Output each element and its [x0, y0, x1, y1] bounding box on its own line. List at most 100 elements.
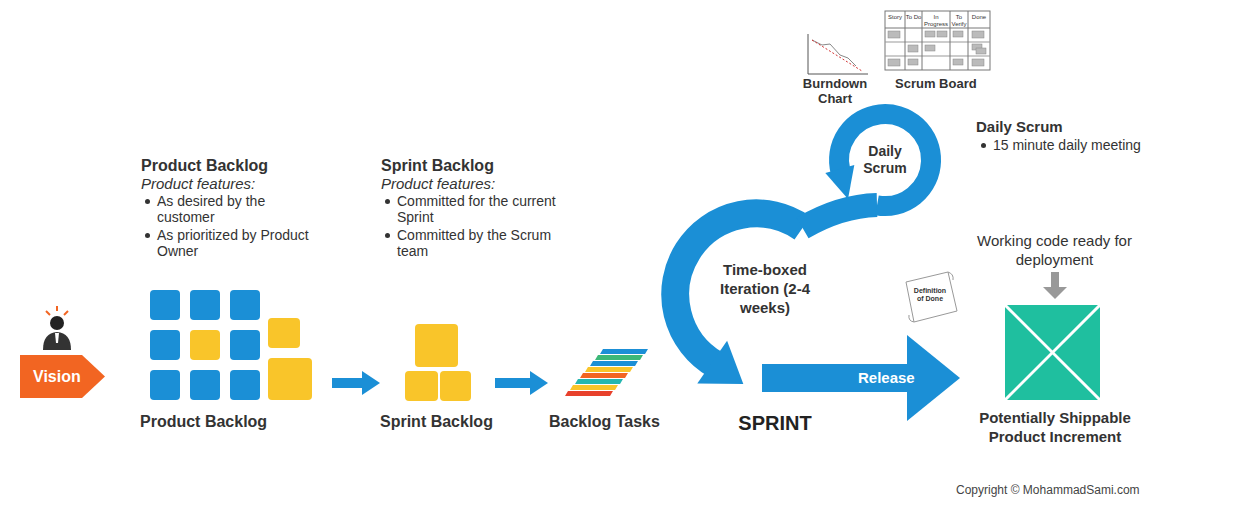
node-text: Time-boxed Iteration (2-4 weeks) — [705, 260, 825, 317]
backlog-tasks-stack: Backlog Tasks — [548, 345, 666, 433]
vision-person-icon-part — [46, 311, 50, 315]
scrum-board-icon-part — [922, 11, 923, 70]
definition-of-done-scroll — [906, 272, 957, 322]
callout-note: Working code ready for deployment — [972, 231, 1137, 269]
bullet-dot — [981, 143, 986, 148]
product-increment-shape-part-part — [1005, 305, 1100, 400]
arrow-shaft — [332, 378, 364, 388]
daily-scrum-cycle: Daily Scrum — [835, 110, 935, 210]
vision-arrow-shape-part — [20, 355, 105, 398]
scrum-board-icon-part — [908, 59, 918, 65]
scrum-board-icon-part — [976, 48, 986, 54]
product-backlog-stack: Product Backlog — [140, 288, 332, 433]
scrum-board-icon-part — [925, 31, 935, 37]
burndown-chart-icon-part — [812, 40, 862, 71]
scrum-board-icon-part — [885, 56, 990, 57]
node-text: Backlog Tasks — [549, 412, 660, 431]
product-backlog-stack-shape-part-part — [268, 318, 300, 348]
daily-scrum-cycle-shape-part-part — [825, 165, 854, 199]
deployment-down-arrow-part — [1051, 272, 1059, 288]
board-column-header: Story — [885, 14, 905, 21]
section-heading: Product Backlog — [141, 156, 268, 175]
scroll-text: Definition of Done — [910, 287, 950, 303]
backlog-tasks-stack-shape-part-part — [595, 355, 643, 360]
bullet-dot — [145, 233, 150, 238]
edge-label: Release — [855, 369, 918, 387]
vision-arrow: Vision — [20, 355, 105, 398]
sprint-backlog-stack: Sprint Backlog — [380, 322, 495, 433]
node-text: Potentially Shippable Product Increment — [960, 408, 1150, 446]
product-backlog-stack-shape-part-part — [150, 290, 180, 320]
scrum-board-icon-part — [953, 59, 963, 65]
sprint-backlog-stack-shape-part-part — [415, 324, 458, 367]
bullet-dot — [385, 199, 390, 204]
backlog-tasks-stack-shape-part-part — [585, 367, 633, 372]
scrum-board-icon-part — [968, 11, 969, 70]
sprint-cycle-shape-part-part — [803, 205, 878, 228]
bullet-text: 15 minute daily meeting — [993, 137, 1141, 154]
bullet-dot — [145, 199, 150, 204]
flow-arrow — [332, 371, 380, 395]
vision-arrow-shape-part-part — [20, 355, 105, 398]
daily-scrum-cycle-shape-part — [825, 114, 931, 206]
backlog-tasks-stack-shape-part-part — [570, 385, 618, 390]
board-column-header: In Progress — [922, 14, 950, 27]
product-backlog-stack-shape-part-part — [190, 370, 220, 400]
sprint-cycle-shape-part — [675, 205, 877, 392]
flow-arrow — [495, 371, 548, 395]
sprint-cycle-shape-part-part — [697, 341, 743, 384]
arrow-shaft — [495, 378, 532, 388]
sprint-backlog-stack-shape-part-part — [405, 371, 438, 401]
node-text: SPRINT — [715, 411, 835, 435]
definition-of-done-scroll-part — [909, 315, 914, 322]
vision-person-icon-part — [50, 316, 64, 330]
copyright-note: Copyright © MohammadSami.com — [956, 483, 1140, 497]
backlog-tasks-stack-shape-part-part — [590, 361, 638, 366]
node-text: Vision — [33, 367, 81, 386]
product-increment-shape-part — [1005, 305, 1100, 400]
vision-person-icon-part — [56, 306, 58, 311]
bullet-text: Committed by the Scrum team — [397, 227, 569, 259]
bullet-text: As desired by the customer — [157, 193, 282, 225]
deployment-down-arrow — [1043, 272, 1067, 299]
arrow-head — [530, 371, 548, 395]
daily-scrum-cycle-shape-part-part — [839, 114, 931, 206]
definition-of-done-scroll-part — [906, 272, 957, 322]
scrum-board-icon-part — [885, 42, 990, 43]
sprint-backlog-stack-shape-part-part — [440, 371, 471, 401]
scrum-board-icon-part — [888, 31, 900, 38]
backlog-tasks-stack-shape-part-part — [600, 349, 648, 354]
burndown-chart-icon-part — [808, 34, 868, 74]
product-backlog-stack-shape-part-part — [190, 290, 220, 320]
scrum-board-icon-part — [908, 45, 918, 52]
scrum-board-icon-part — [972, 31, 984, 38]
bullet-text: As prioritized by Product Owner — [157, 227, 329, 259]
sprint-backlog-stack-shape-part — [405, 324, 471, 401]
scrum-board-icon-part — [885, 28, 990, 29]
section-heading: Sprint Backlog — [381, 156, 494, 175]
vision-person-icon-part — [64, 311, 68, 315]
section-subheading: Product features: — [141, 175, 255, 193]
burndown-chart-icon-part — [812, 40, 856, 66]
vision-person-icon-part — [43, 332, 71, 350]
board-column-header: Done — [968, 14, 990, 21]
backlog-tasks-stack-shape-part-part — [580, 373, 628, 378]
icon-caption: Burndown Chart — [798, 76, 872, 106]
board-column-header: To Verify — [950, 14, 968, 27]
product-backlog-stack-shape-part-part — [230, 290, 260, 320]
scrum-board-icon-part — [885, 11, 990, 70]
sprint-cycle-shape-part-part — [762, 364, 866, 392]
product-backlog-stack-shape-part-part — [230, 330, 260, 360]
product-backlog-stack-shape-part-part — [150, 370, 180, 400]
scrum-board-icon — [885, 11, 990, 70]
backlog-tasks-stack-shape-part-part — [565, 391, 613, 396]
section-heading: Daily Scrum — [976, 118, 1063, 136]
product-increment-shape-part-part — [1005, 305, 1100, 400]
product-increment-shape — [960, 303, 1152, 448]
product-increment: Potentially Shippable Product Increment — [960, 303, 1152, 448]
board-column-header: To Do — [905, 14, 922, 21]
burndown-chart-icon — [808, 34, 868, 74]
product-backlog-stack-shape — [140, 288, 332, 433]
scrum-board-icon-part — [905, 11, 906, 70]
